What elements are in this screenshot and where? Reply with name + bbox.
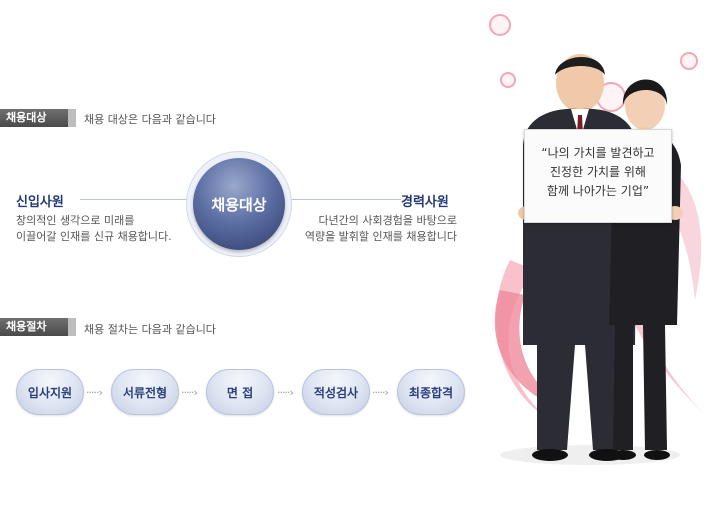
step-final-pass-label: 최종합격 — [408, 385, 454, 400]
step-interview-label: 면 접 — [226, 385, 254, 400]
target-section-tag: 채용대상 — [0, 109, 76, 127]
target-center-circle: 채용대상 — [193, 158, 285, 250]
bubble-decoration — [680, 52, 698, 70]
step-arrow: ·····› — [277, 386, 294, 399]
connector-line-left — [80, 199, 188, 200]
bubble-decoration — [489, 14, 511, 36]
target-section-description: 채용 대상은 다음과 같습니다 — [84, 113, 216, 126]
slogan-line-3: 함께 나아가는 기업” — [546, 184, 650, 198]
process-section-tag: 채용절차 — [0, 318, 76, 336]
experienced-description: 다년간의 사회경험을 바탕으로 역량을 발휘할 인재를 채용합니다 — [267, 213, 457, 245]
slogan-sign: “나의 가치를 발견하고 진정한 가치를 위해 함께 나아가는 기업” — [524, 129, 672, 223]
step-apply-label: 입사지원 — [27, 385, 73, 400]
newcomer-description-line-1: 창의적인 생각으로 미래를 — [16, 214, 135, 227]
step-apply: 입사지원 — [16, 369, 84, 415]
experienced-description-line-2: 역량을 발휘할 인재를 채용합니다 — [304, 230, 457, 243]
step-document-screening-label: 서류전형 — [122, 385, 168, 400]
newcomer-title: 신입사원 — [16, 195, 64, 210]
newcomer-description-line-2: 이끌어갈 인재를 신규 채용합니다. — [16, 230, 172, 243]
business-people-photo — [518, 54, 683, 461]
step-arrow: ·····› — [86, 386, 103, 399]
newcomer-description: 창의적인 생각으로 미래를 이끌어갈 인재를 신규 채용합니다. — [16, 213, 196, 245]
step-arrow: ·····› — [181, 386, 198, 399]
process-section-description: 채용 절차는 다음과 같습니다 — [84, 323, 216, 336]
bubble-decoration — [500, 72, 516, 88]
connector-line-right — [291, 199, 401, 200]
experienced-description-line-1: 다년간의 사회경험을 바탕으로 — [318, 214, 457, 227]
step-arrow: ·····› — [372, 386, 389, 399]
process-section-tag-label: 채용절차 — [6, 320, 47, 333]
step-document-screening: 서류전형 — [111, 369, 179, 415]
experienced-title: 경력사원 — [401, 195, 449, 210]
target-center-label: 채용대상 — [211, 195, 267, 214]
step-interview: 면 접 — [206, 369, 274, 415]
step-aptitude-test: 적성검사 — [302, 369, 370, 415]
slogan-line-2: 진정한 가치를 위해 — [550, 165, 646, 179]
slogan-line-1: “나의 가치를 발견하고 — [541, 146, 655, 160]
step-final-pass: 최종합격 — [397, 369, 465, 415]
step-aptitude-test-label: 적성검사 — [313, 385, 359, 400]
target-section-tag-label: 채용대상 — [6, 111, 47, 124]
